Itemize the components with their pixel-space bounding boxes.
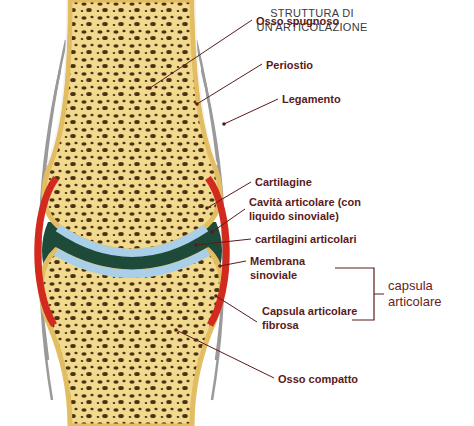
leader-dot [148,86,226,332]
part-label: Osso compatto [278,372,398,386]
part-label: cartilagini articolari [255,232,405,246]
part-label: Cavità articolare (con liquido sinoviale… [249,195,377,223]
fibrous-capsule [38,178,227,325]
part-label: Legamento [282,92,402,106]
part-label: Osso spugnoso [256,14,396,28]
periosteum [47,0,217,165]
articular-cartilage [58,228,206,253]
part-label: Periostio [266,58,386,72]
part-label: Membrana sinoviale [250,254,330,282]
part-label: Cartilagine [255,175,375,189]
lower-bone [41,250,222,426]
upper-bone [44,0,220,251]
articular-cartilage [56,252,208,274]
group-label: capsula articolare [388,278,468,310]
part-label: Capsula articolare fibrosa [262,304,367,332]
